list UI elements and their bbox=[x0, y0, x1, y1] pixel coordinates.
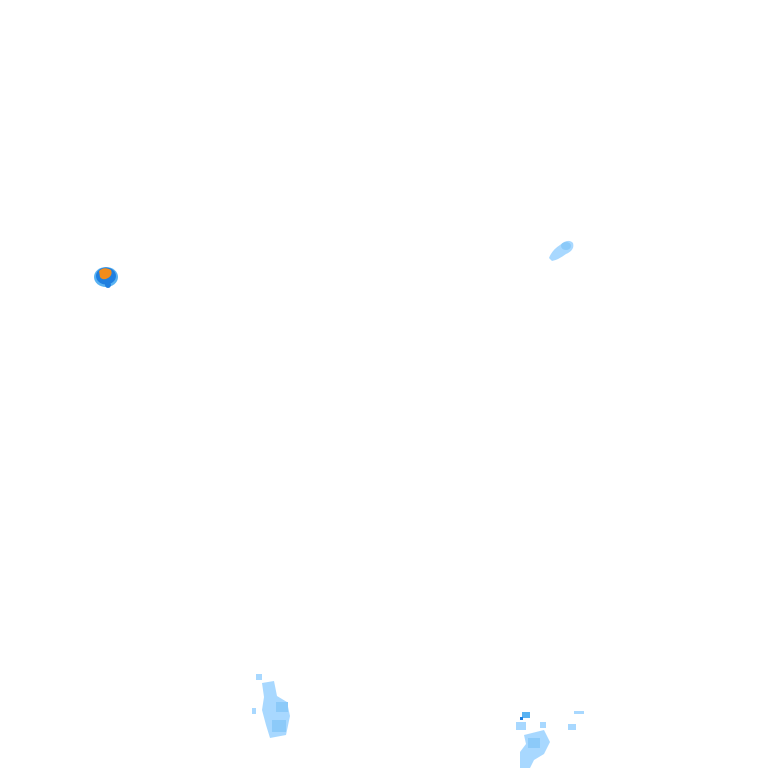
precip-blob bbox=[272, 720, 286, 732]
precip-blob bbox=[252, 708, 256, 714]
precip-blob bbox=[540, 722, 546, 728]
precip-cell-southeast bbox=[516, 711, 584, 768]
precip-blob bbox=[561, 242, 571, 250]
precip-blob bbox=[528, 738, 540, 748]
precip-blob bbox=[256, 674, 262, 680]
precip-blob bbox=[520, 717, 523, 720]
precip-blob bbox=[516, 722, 526, 730]
precip-blob bbox=[105, 282, 111, 288]
precip-blob bbox=[568, 724, 576, 730]
precip-blob bbox=[574, 711, 584, 714]
precip-cell-northeast bbox=[549, 240, 574, 261]
precip-blob bbox=[276, 702, 288, 712]
precip-cell-west bbox=[94, 267, 118, 288]
precip-blob bbox=[520, 730, 550, 768]
precip-cell-south-central bbox=[252, 674, 290, 738]
precip-blob bbox=[99, 268, 112, 280]
precip-blob bbox=[522, 712, 530, 718]
